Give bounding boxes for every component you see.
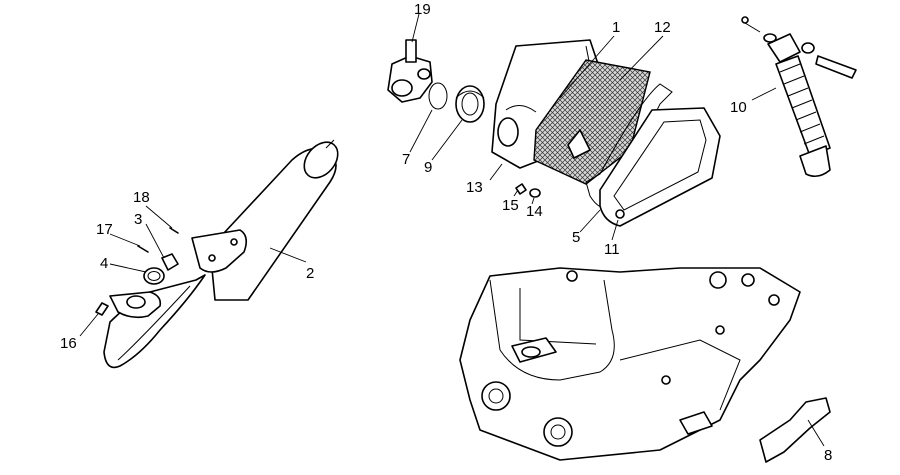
leader-lines [79,13,825,447]
screw-18 [169,227,179,234]
label-10: 10 [730,99,747,116]
nut-14 [529,188,541,198]
carburetor-elbow [387,39,433,103]
label-3: 3 [134,211,142,228]
label-17: 17 [96,221,113,238]
engine-crankcase [459,267,801,461]
label-7: 7 [402,151,410,168]
spacer [161,253,179,271]
intake-sleeve-9 [455,85,485,123]
label-12: 12 [654,19,671,36]
air-filter-cover [599,107,721,227]
label-4: 4 [100,255,108,272]
label-8: 8 [824,447,832,464]
label-11: 11 [604,241,620,258]
gasket-5 [585,83,673,209]
screw-17 [137,245,149,253]
exhaust-gasket [143,267,165,285]
label-1: 1 [612,19,620,36]
label-14: 14 [526,203,543,220]
label-9: 9 [424,159,432,176]
label-15: 15 [502,197,519,214]
exhaust-silencer [103,139,339,369]
label-18: 18 [133,189,150,206]
shock-absorber [741,16,857,178]
screw-15 [515,183,527,195]
bracket-8 [759,397,831,463]
label-5: 5 [572,229,580,246]
part-labels: 19 1 12 10 7 9 13 15 14 5 11 2 18 3 17 4… [60,1,832,464]
label-19: 19 [414,1,431,18]
label-16: 16 [60,335,77,352]
bolt-16 [95,302,109,316]
o-ring-7 [428,82,448,110]
label-13: 13 [466,179,483,196]
label-2: 2 [306,265,314,282]
filter-clip [567,129,591,159]
